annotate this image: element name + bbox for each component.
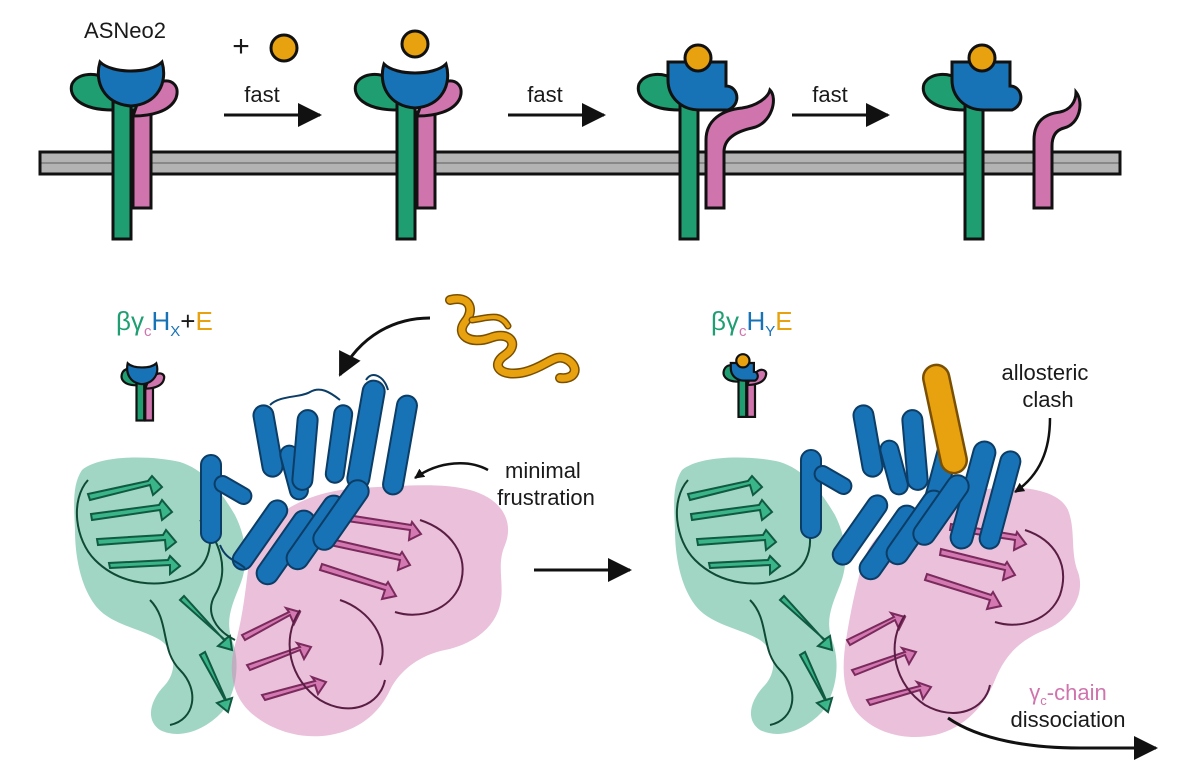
receptor-complex-1 xyxy=(69,59,179,241)
blue-loops-left xyxy=(219,374,389,569)
minimal-frustration-arrow xyxy=(414,462,489,480)
minimal-frustration-label: minimal frustration xyxy=(497,458,595,510)
blue-helices-left xyxy=(200,379,418,586)
pink-loops-right xyxy=(893,529,1065,714)
bottom-right-structure-panel: βγcHYE xyxy=(674,306,1158,760)
green-beta-sheets-right xyxy=(686,474,834,714)
small-receptor-glyph-left xyxy=(120,361,166,422)
orange-ligand-chain xyxy=(445,294,580,384)
step-label-3: fast xyxy=(812,82,847,107)
ligand-binding-arrow xyxy=(338,316,431,377)
pink-beta-sheets-left xyxy=(240,512,423,702)
pink-loops-left xyxy=(288,519,464,710)
asneo2-label: ASNeo2 xyxy=(84,18,166,43)
step-label-2: fast xyxy=(527,82,562,107)
orange-bound-helix xyxy=(922,363,968,475)
green-loops-right xyxy=(675,479,811,726)
receptor-complex-3 xyxy=(636,43,775,241)
state-label-right: βγcHYE xyxy=(711,306,793,340)
state-label-left: βγcHX+E xyxy=(116,306,213,340)
bottom-left-structure-panel: βγcHX+E xyxy=(74,294,595,737)
top-panel: ASNeo2 + fast fast xyxy=(38,18,1122,241)
ligand-plus-group: + xyxy=(232,30,299,63)
ligand-circle xyxy=(269,33,299,63)
step-label-1: fast xyxy=(244,82,279,107)
gamma-chain-label: γc-chain xyxy=(1029,680,1106,708)
allosteric-clash-label: allosteric clash xyxy=(1002,360,1095,412)
dissociation-arrow xyxy=(947,716,1158,760)
receptor-complex-2 xyxy=(353,29,463,241)
plus-sign: + xyxy=(232,30,250,63)
cell-membrane xyxy=(38,150,1122,176)
allosteric-clash-arrow xyxy=(1014,417,1052,494)
green-beta-sheets-left xyxy=(86,474,234,714)
pink-beta-sheets-right xyxy=(845,522,1028,707)
dissociation-label: dissociation xyxy=(1011,707,1126,732)
receptor-complex-4 xyxy=(921,43,1082,241)
blue-helices-right xyxy=(800,404,1022,581)
small-receptor-glyph-right xyxy=(722,353,768,419)
